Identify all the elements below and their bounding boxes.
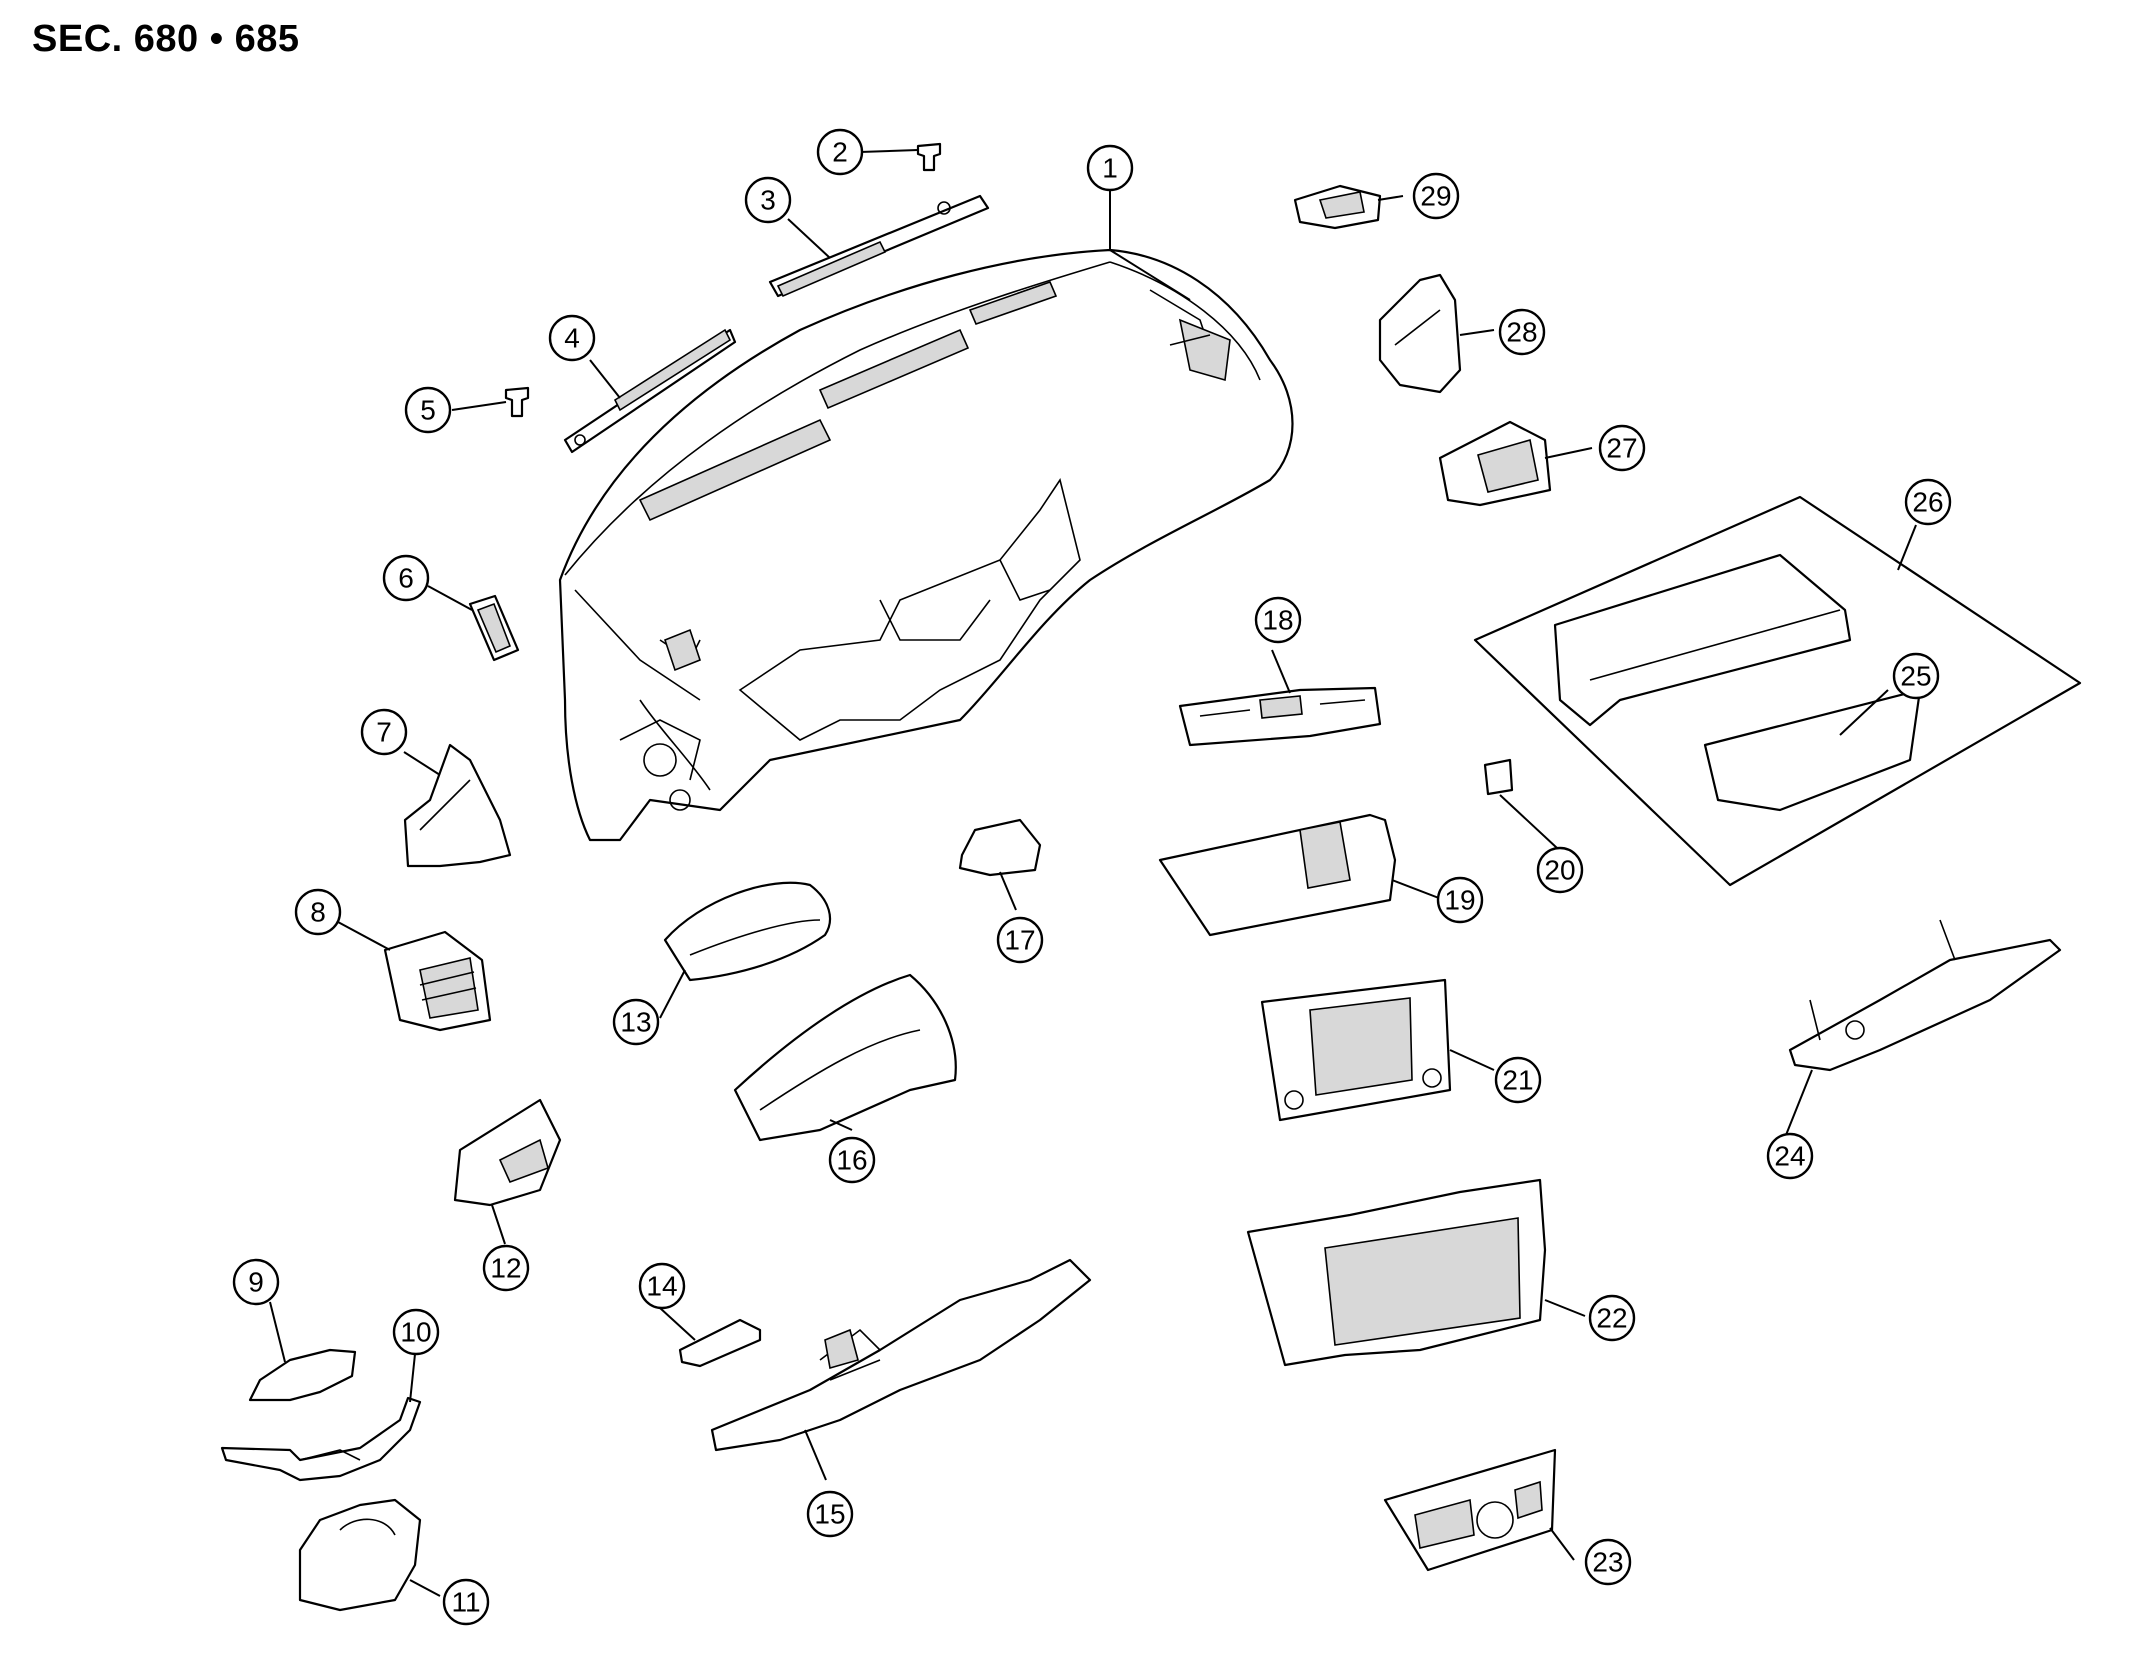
callout-21: 21 [1494, 1056, 1542, 1104]
part-9-column-cover-upper [248, 1348, 357, 1402]
part-5-clip [504, 386, 530, 418]
svg-text:12: 12 [490, 1253, 521, 1284]
part-28-corner-finisher-rh [1378, 273, 1462, 394]
callout-16: 16 [828, 1136, 876, 1184]
part-10-combination-switch [220, 1396, 422, 1482]
part-19-cluster-lid-center [1158, 813, 1397, 937]
svg-text:19: 19 [1444, 885, 1475, 916]
callout-28: 28 [1498, 308, 1546, 356]
callout-29: 29 [1412, 172, 1460, 220]
callout-25: 25 [1892, 652, 1940, 700]
callout-15: 15 [806, 1490, 854, 1538]
part-18-center-ventilator [1178, 686, 1382, 747]
callout-11: 11 [442, 1578, 490, 1626]
part-22-cluster-lid-audio [1246, 1178, 1547, 1367]
callout-19: 19 [1436, 876, 1484, 924]
callout-20: 20 [1536, 846, 1584, 894]
svg-text:26: 26 [1912, 487, 1943, 518]
svg-text:13: 13 [620, 1007, 651, 1038]
part-13-meter-hood [663, 881, 832, 982]
part-6-side-grille [468, 594, 520, 662]
part-12-knee-finisher [453, 1098, 562, 1207]
svg-text:3: 3 [760, 185, 776, 216]
svg-text:28: 28 [1506, 317, 1537, 348]
svg-text:29: 29 [1420, 181, 1451, 212]
part-3-defroster-grille [768, 194, 990, 298]
callout-4: 4 [548, 314, 596, 362]
callout-5: 5 [404, 386, 452, 434]
callout-12: 12 [482, 1244, 530, 1292]
callout-7: 7 [360, 708, 408, 756]
callout-27: 27 [1598, 424, 1646, 472]
part-15-instrument-lower-panel [710, 1258, 1092, 1452]
callout-3: 3 [744, 176, 792, 224]
callout-26: 26 [1904, 478, 1952, 526]
part-23-ac-control [1383, 1448, 1557, 1572]
callout-14: 14 [638, 1262, 686, 1310]
svg-text:5: 5 [420, 395, 436, 426]
svg-text:14: 14 [646, 1271, 677, 1302]
svg-text:27: 27 [1606, 433, 1637, 464]
svg-text:20: 20 [1544, 855, 1575, 886]
svg-text:24: 24 [1774, 1141, 1805, 1172]
callout-8: 8 [294, 888, 342, 936]
svg-text:9: 9 [248, 1267, 264, 1298]
svg-text:7: 7 [376, 717, 392, 748]
section-title: SEC. 680 • 685 [32, 18, 300, 60]
callout-6: 6 [382, 554, 430, 602]
part-27-side-ventilator-rh [1438, 420, 1552, 507]
svg-text:17: 17 [1004, 925, 1035, 956]
part-14-bracket [678, 1318, 762, 1368]
callout-13: 13 [612, 998, 660, 1046]
svg-text:16: 16 [836, 1145, 867, 1176]
callout-10: 10 [392, 1308, 440, 1356]
part-11-column-cover-lower [298, 1498, 422, 1612]
callout-24: 24 [1766, 1132, 1814, 1180]
svg-text:25: 25 [1900, 661, 1931, 692]
part-21-audio-unit [1260, 978, 1452, 1122]
callout-2: 2 [816, 128, 864, 176]
svg-text:4: 4 [564, 323, 580, 354]
svg-text:10: 10 [400, 1317, 431, 1348]
callout-1: 1 [1086, 144, 1134, 192]
svg-text:22: 22 [1596, 1303, 1627, 1334]
callout-17: 17 [996, 916, 1044, 964]
callout-9: 9 [232, 1258, 280, 1306]
part-25-control-unit [1703, 688, 1922, 812]
svg-text:23: 23 [1592, 1547, 1623, 1578]
svg-text:1: 1 [1102, 153, 1118, 184]
part-24-glove-box [1788, 919, 2062, 1072]
callout-22: 22 [1588, 1294, 1636, 1342]
part-26-frame [1473, 495, 2082, 887]
svg-text:6: 6 [398, 563, 414, 594]
svg-text:8: 8 [310, 897, 326, 928]
svg-text:15: 15 [814, 1499, 845, 1530]
svg-text:18: 18 [1262, 605, 1293, 636]
part-7-corner-finisher [403, 743, 512, 868]
part-17-bracket [958, 818, 1042, 877]
part-20-switch [1483, 758, 1514, 796]
part-16-cluster-lid [733, 973, 957, 1142]
leader-lines [269, 149, 1917, 1597]
callout-23: 23 [1584, 1538, 1632, 1586]
part-2-clip [916, 142, 942, 172]
part-29-side-grille-rh [1293, 184, 1382, 230]
svg-text:21: 21 [1502, 1065, 1533, 1096]
svg-text:2: 2 [832, 137, 848, 168]
part-4-side-defroster-grille [563, 328, 737, 454]
part-8-side-ventilator [383, 930, 492, 1032]
part-1-instrument-panel [558, 248, 1294, 842]
svg-text:11: 11 [451, 1587, 480, 1618]
callout-18: 18 [1254, 596, 1302, 644]
